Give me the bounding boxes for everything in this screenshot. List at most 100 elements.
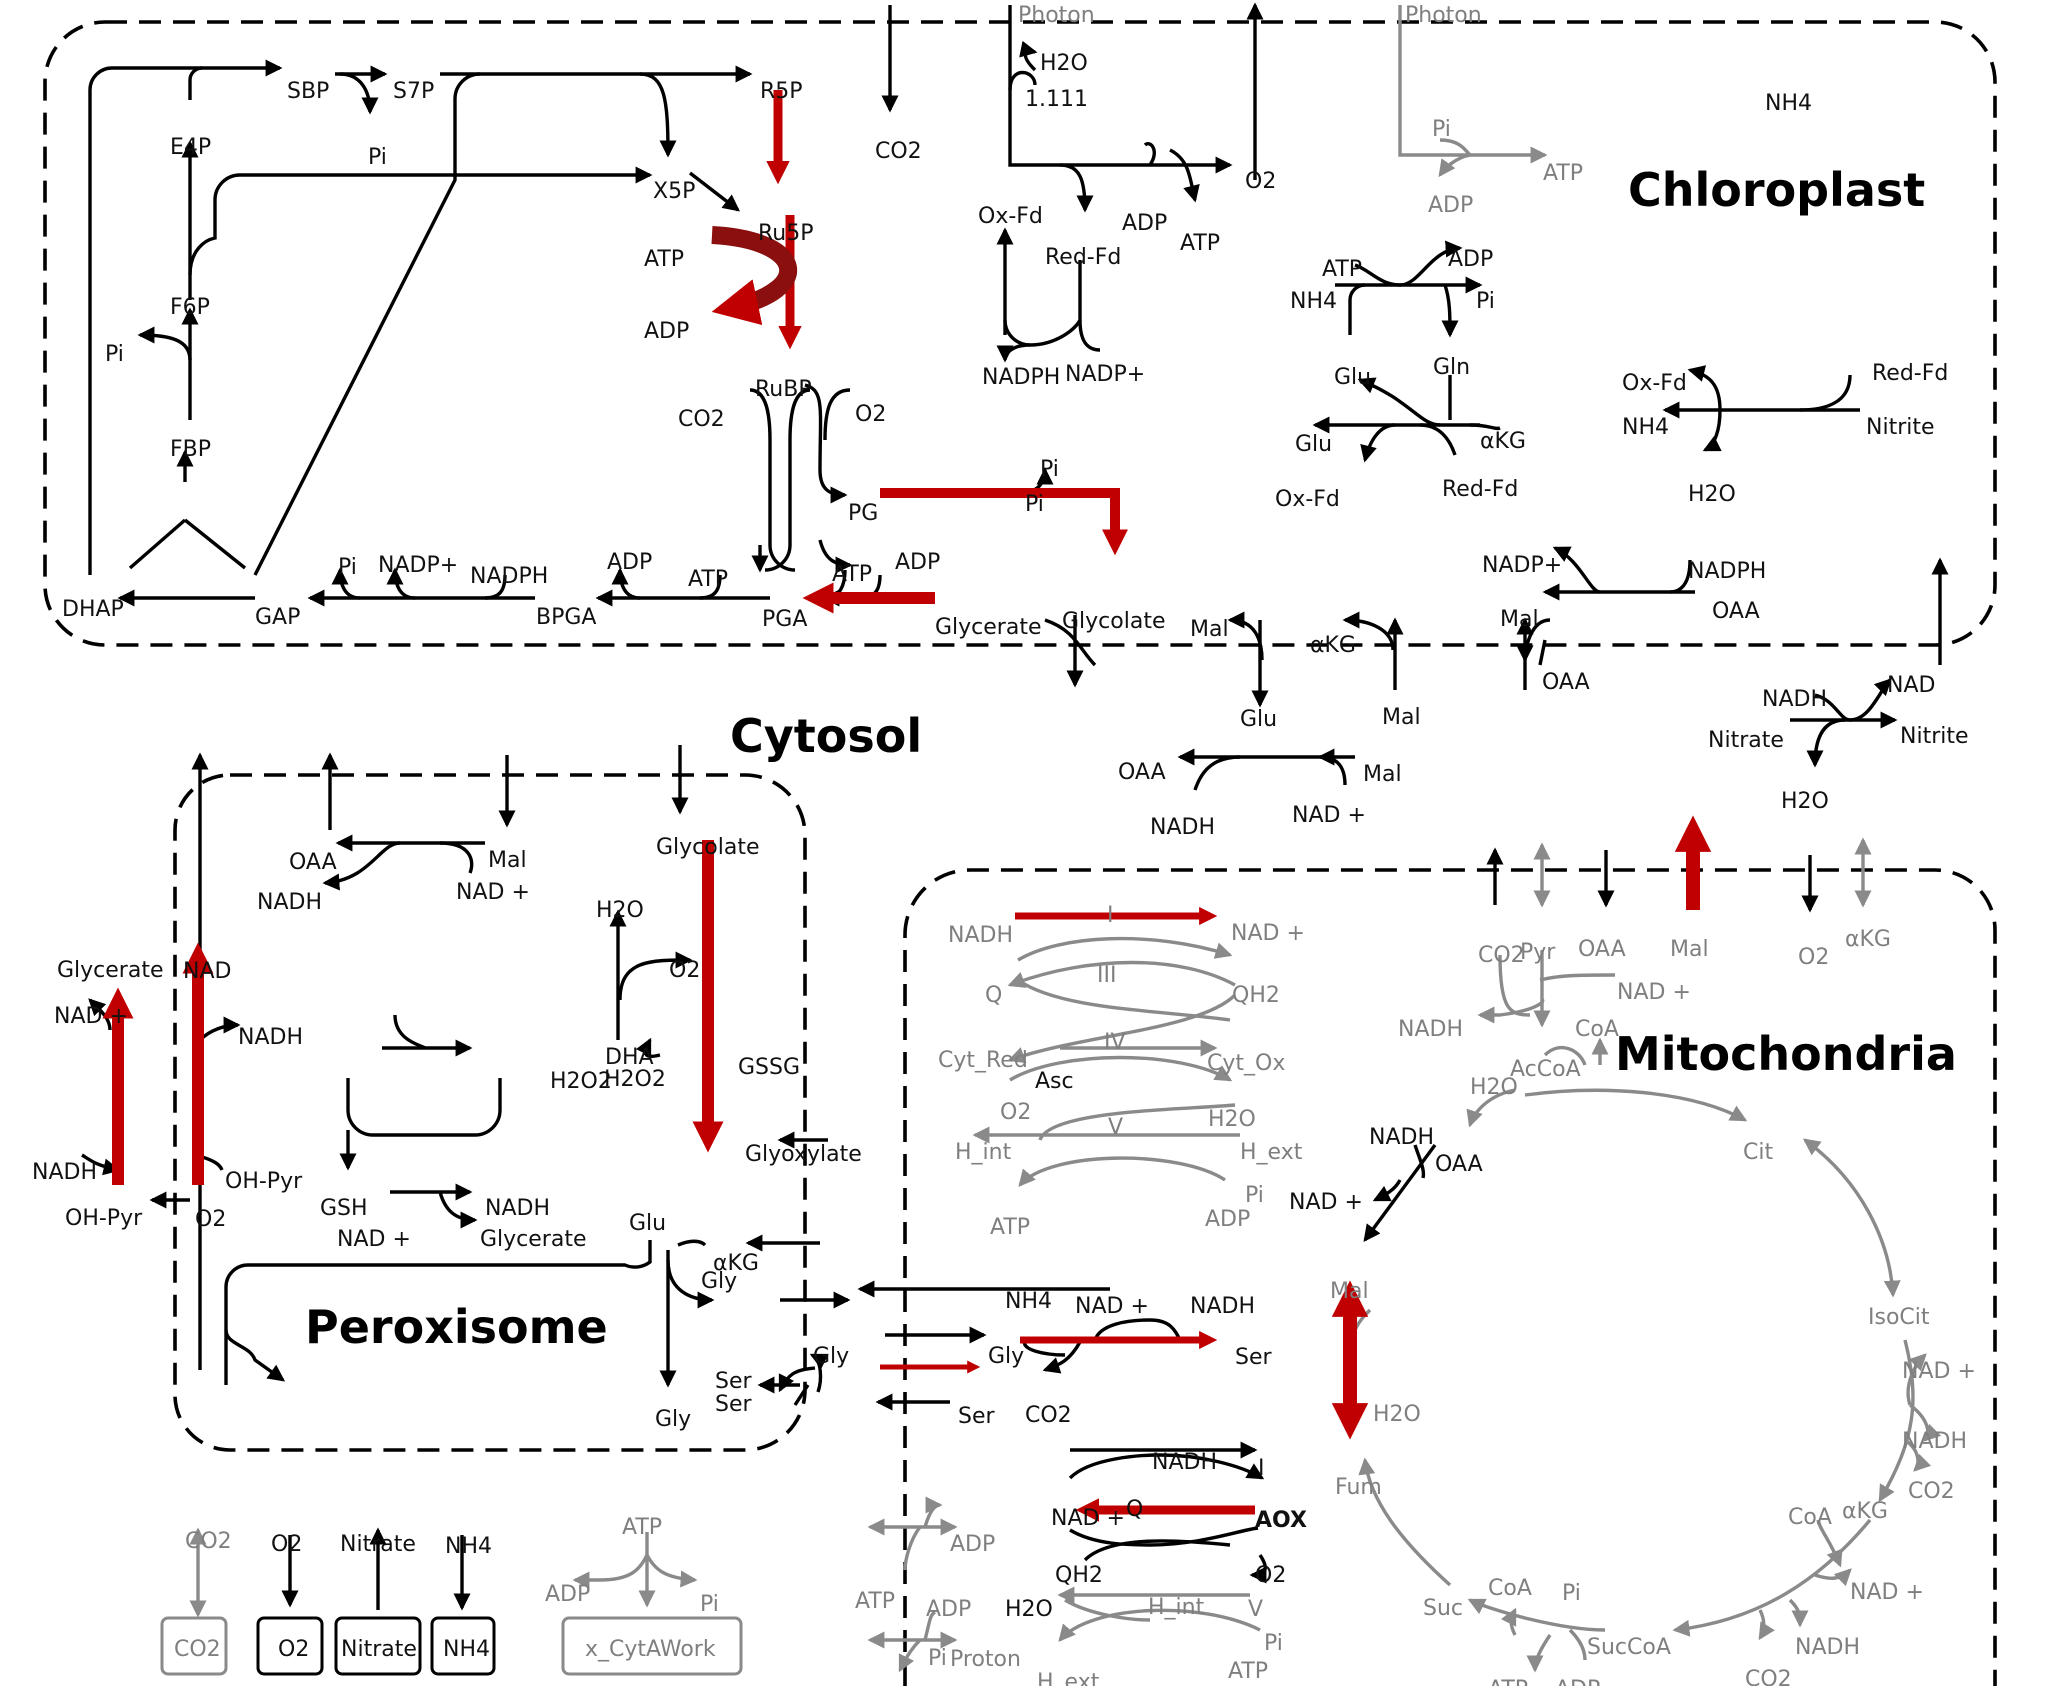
metabolite-label: NH4 xyxy=(1290,289,1337,314)
metabolite-label: Photon xyxy=(1405,3,1482,28)
metabolite-label: Nitrate xyxy=(340,1532,416,1557)
metabolite-label: H2O2 xyxy=(550,1069,612,1094)
metabolite-label: NADPH xyxy=(1688,559,1766,584)
metabolite-label: ATP xyxy=(1488,1677,1528,1686)
metabolite-label: Ox-Fd xyxy=(1275,487,1340,512)
flux-value-label: 1.111 xyxy=(1025,87,1088,112)
metabolite-label: Glu xyxy=(1334,365,1371,390)
metabolite-label: Cyt_Ox xyxy=(1207,1051,1285,1076)
metabolite-label: Gly xyxy=(813,1344,849,1369)
metabolite-label: O2 xyxy=(1000,1100,1031,1125)
peroxisome-title: Peroxisome xyxy=(305,1300,608,1354)
metabolite-label: BPGA xyxy=(536,605,596,630)
grey-pathway-lines xyxy=(189,5,1942,1673)
metabolite-label: Red-Fd xyxy=(1872,361,1948,386)
metabolite-label: OH-Pyr xyxy=(65,1206,143,1231)
metabolite-label: NADH xyxy=(1150,815,1215,840)
metabolite-label: H_ext xyxy=(1240,1140,1303,1165)
metabolite-label: Fum xyxy=(1335,1475,1382,1500)
cytosol-title: Cytosol xyxy=(730,709,922,763)
metabolite-label: H2O xyxy=(1470,1075,1518,1100)
legend-box-nh4 xyxy=(430,1616,496,1676)
metabolite-label: NADH xyxy=(1902,1429,1967,1454)
metabolite-label: NAD + xyxy=(1617,980,1691,1005)
metabolite-label: NADPH xyxy=(470,564,548,589)
metabolite-label: NADH xyxy=(1369,1125,1434,1150)
metabolite-label: NAD + xyxy=(1292,803,1366,828)
metabolite-label: Red-Fd xyxy=(1045,245,1121,270)
metabolite-label: ATP xyxy=(990,1215,1030,1240)
metabolite-label: O2 xyxy=(195,1207,226,1232)
metabolite-label: Ser xyxy=(1235,1345,1273,1370)
metabolite-label: CO2 xyxy=(678,407,725,432)
metabolite-label: OAA xyxy=(1712,599,1760,624)
metabolite-label: NH4 xyxy=(1622,415,1669,440)
metabolite-label: QH2 xyxy=(1232,983,1280,1008)
metabolite-label: DHAP xyxy=(62,597,124,622)
metabolite-label: O2 xyxy=(669,958,700,983)
metabolite-label: SBP xyxy=(287,79,329,104)
metabolite-label: GAP xyxy=(255,605,300,630)
metabolite-label: CO2 xyxy=(875,139,922,164)
metabolite-label: NADPH xyxy=(982,365,1060,390)
metabolite-label: Pi xyxy=(105,342,124,367)
metabolite-label: Glycerate xyxy=(57,958,164,983)
metabolite-label: RuBP xyxy=(755,377,812,402)
metabolite-label: Pi xyxy=(368,145,387,170)
metabolite-label: Pi xyxy=(1025,492,1044,517)
legend: CO2 O2 Nitrate NH4 x_CytAWork xyxy=(160,1616,743,1676)
metabolite-label: O2 xyxy=(855,402,886,427)
metabolite-label: Ru5P xyxy=(758,221,814,246)
metabolite-label: Suc xyxy=(1423,1596,1463,1621)
mitochondria-compartment: Mitochondria xyxy=(903,868,1997,1686)
metabolite-label: Glycerate xyxy=(480,1227,587,1252)
chloroplast-compartment: Chloroplast xyxy=(43,20,1997,647)
metabolite-label: H2O xyxy=(1373,1402,1421,1427)
metabolite-label: Pi xyxy=(700,1592,719,1617)
metabolite-label: OAA xyxy=(1578,937,1626,962)
metabolite-label: Cyt_Red xyxy=(938,1048,1028,1073)
metabolite-label: I xyxy=(1107,903,1114,928)
metabolite-label: AcCoA xyxy=(1510,1057,1581,1082)
metabolite-label: Mal xyxy=(1670,937,1709,962)
metabolite-label: Nitrite xyxy=(1900,724,1969,749)
metabolite-label: GSSG xyxy=(738,1055,800,1080)
legend-label-cytawork: x_CytAWork xyxy=(585,1637,716,1662)
metabolite-label: CoA xyxy=(1788,1505,1832,1530)
metabolite-label: Red-Fd xyxy=(1442,477,1518,502)
metabolite-label: H2O xyxy=(1208,1107,1256,1132)
metabolite-label: αKG xyxy=(1845,927,1891,952)
metabolite-label: NADH xyxy=(257,890,322,915)
metabolite-label: Nitrate xyxy=(1708,728,1784,753)
metabolite-label: NAD + xyxy=(1902,1359,1976,1384)
metabolite-label: H2O2 xyxy=(604,1067,666,1092)
metabolite-label: Cit xyxy=(1743,1140,1773,1165)
metabolite-label: Photon xyxy=(1018,3,1095,28)
metabolite-label: NH4 xyxy=(1005,1289,1052,1314)
metabolite-label: SucCoA xyxy=(1587,1635,1671,1660)
metabolite-label: Nitrite xyxy=(1866,415,1935,440)
metabolite-label: Mal xyxy=(1363,762,1402,787)
metabolite-label: ATP xyxy=(1543,161,1583,186)
metabolite-label: H2O xyxy=(1781,789,1829,814)
metabolite-label: O2 xyxy=(1255,1563,1286,1588)
metabolite-label: E4P xyxy=(170,135,211,160)
metabolite-label: CO2 xyxy=(1908,1479,1955,1504)
metabolite-label: NADP+ xyxy=(378,553,458,578)
metabolite-label: S7P xyxy=(393,79,434,104)
metabolite-label: Glu xyxy=(1240,707,1277,732)
metabolite-label: NAD + xyxy=(54,1004,128,1029)
metabolite-label: NAD xyxy=(183,959,231,984)
metabolite-label: IV xyxy=(1104,1030,1126,1055)
metabolite-label: NADH xyxy=(1152,1450,1217,1475)
metabolite-label: ADP xyxy=(545,1582,590,1607)
metabolite-label: NAD + xyxy=(1850,1580,1924,1605)
metabolite-label: I xyxy=(1258,1456,1265,1481)
metabolite-label: ATP xyxy=(622,1515,662,1540)
metabolite-label: NADH xyxy=(1398,1017,1463,1042)
metabolite-label: Mal xyxy=(1330,1279,1369,1304)
metabolite-label: NAD + xyxy=(337,1227,411,1252)
metabolite-label: NADH xyxy=(1190,1294,1255,1319)
metabolite-label: Q xyxy=(985,983,1002,1008)
metabolite-label: O2 xyxy=(271,1532,302,1557)
